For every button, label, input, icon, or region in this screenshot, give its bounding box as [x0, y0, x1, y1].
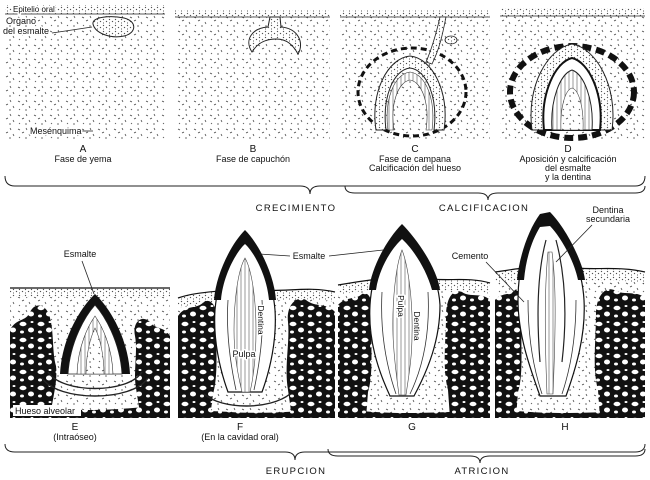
caption-f: (En la cavidad oral) — [201, 432, 279, 442]
cemento-label: Cemento — [452, 251, 489, 261]
esmalte-label-e: Esmalte — [64, 249, 97, 259]
esmalte-label-fg: Esmalte — [293, 251, 326, 261]
alveolar-bone-right-f — [287, 299, 335, 418]
organo-label-line2: del esmalte — [3, 26, 49, 36]
dentina-label-g: Dentina — [412, 311, 422, 341]
brace-calcificacion — [345, 186, 645, 200]
pulp-h — [545, 252, 555, 394]
panel-letter-g: G — [408, 422, 416, 433]
alveolar-bone-left-g — [338, 293, 373, 418]
oral-epithelium-b — [175, 10, 330, 17]
oral-epithelium-c — [340, 10, 490, 17]
stage-calcificacion: CALCIFICACION — [439, 203, 529, 214]
epitelio-oral-label: Epitelio oral — [13, 5, 55, 14]
panel-a: Epitelio oral Organo del esmalte Mesénqu… — [3, 5, 165, 140]
successor-bud-c — [445, 36, 457, 44]
caption-b: Fase de capuchón — [216, 154, 290, 164]
stage-erupcion: ERUPCION — [266, 466, 327, 477]
top-captions: A Fase de yema B Fase de capuchón C Fase… — [54, 144, 616, 182]
panel-e: Esmalte Hueso alveolar — [10, 249, 170, 418]
panel-d — [500, 8, 645, 140]
brace-atricion — [328, 449, 645, 463]
esmalte-label-fg-group: Esmalte — [259, 250, 383, 261]
caption-a: Fase de yema — [54, 154, 111, 164]
alveolar-bone-left-e — [10, 305, 56, 418]
mesenchyme-b — [175, 10, 330, 140]
brace-erupcion — [5, 444, 645, 460]
mesenquima-label: Mesénquima — [30, 126, 82, 136]
alveolar-bone-right-e — [134, 319, 170, 418]
caption-d-line3: y la dentina — [545, 172, 591, 182]
pulpa-label-f: Pulpa — [232, 349, 255, 359]
stage-crecimiento: CRECIMIENTO — [256, 203, 337, 214]
dentina-secundaria-label-line2: secundaria — [586, 214, 630, 224]
caption-e: (Intraóseo) — [53, 432, 97, 442]
dentina-label-f: Dentina — [256, 305, 266, 335]
stage-atricion: ATRICION — [454, 466, 509, 477]
panel-letter-h: H — [561, 422, 568, 433]
alveolar-bone-right-h — [595, 289, 645, 418]
hueso-alveolar-label: Hueso alveolar — [15, 406, 75, 416]
alveolar-bone-right-g — [445, 291, 490, 418]
pulpa-label-g: Pulpa — [396, 295, 406, 317]
oral-epithelium-d — [500, 8, 645, 16]
alveolar-bone-left-f — [178, 301, 217, 418]
panel-c — [340, 10, 490, 140]
caption-c-line2: Calcificación del hueso — [369, 163, 461, 173]
panel-b — [175, 10, 330, 140]
organo-label-line1: Organo — [6, 16, 36, 26]
gingiva-e — [10, 288, 170, 297]
bottom-captions: E (Intraóseo) F (En la cavidad oral) G H — [53, 422, 568, 442]
